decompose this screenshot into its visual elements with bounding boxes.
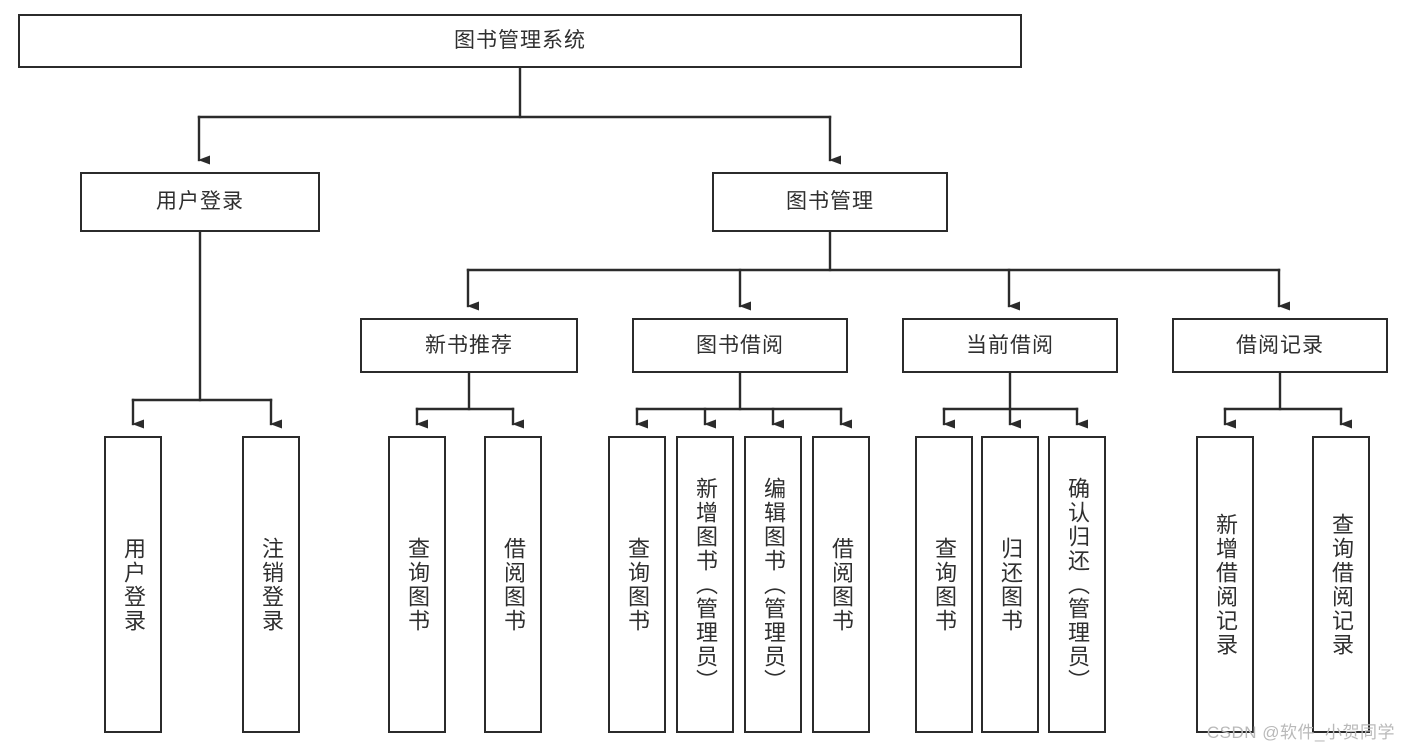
node-leaf-return-book[interactable]: 归还图书 [981,436,1039,733]
node-book-borrow[interactable]: 图书借阅 [632,318,848,373]
node-leaf-add-book[interactable]: 新增图书（管理员） [676,436,734,733]
node-label: 查询图书 [404,536,430,633]
node-borrow-record[interactable]: 借阅记录 [1172,318,1388,373]
node-label: 借阅记录 [1236,333,1324,357]
node-label: 图书管理 [786,190,874,214]
node-leaf-query-book-recommend[interactable]: 查询图书 [388,436,446,733]
node-label: 查询图书 [931,536,957,633]
node-label: 用户登录 [156,190,244,214]
node-label: 确认归还（管理员） [1064,476,1090,693]
node-leaf-query-borrow-record[interactable]: 查询借阅记录 [1312,436,1370,733]
node-current-borrow[interactable]: 当前借阅 [902,318,1118,373]
node-new-book-recommend[interactable]: 新书推荐 [360,318,578,373]
node-leaf-borrow-book-recommend[interactable]: 借阅图书 [484,436,542,733]
node-label: 归还图书 [997,536,1023,633]
node-label: 用户登录 [120,536,146,633]
node-root[interactable]: 图书管理系统 [18,14,1022,68]
node-leaf-edit-book[interactable]: 编辑图书（管理员） [744,436,802,733]
node-label: 查询借阅记录 [1328,512,1354,657]
node-label: 新增图书（管理员） [692,476,718,693]
node-label: 图书借阅 [696,333,784,357]
node-label: 编辑图书（管理员） [760,476,786,693]
node-label: 当前借阅 [966,333,1054,357]
node-leaf-add-borrow-record[interactable]: 新增借阅记录 [1196,436,1254,733]
node-label: 新书推荐 [425,333,513,357]
node-label: 新增借阅记录 [1212,512,1238,657]
node-label: 借阅图书 [500,536,526,633]
node-leaf-query-book-current[interactable]: 查询图书 [915,436,973,733]
node-user-login[interactable]: 用户登录 [80,172,320,232]
node-book-management[interactable]: 图书管理 [712,172,948,232]
node-leaf-query-book-borrow[interactable]: 查询图书 [608,436,666,733]
node-label: 注销登录 [258,536,284,633]
node-label: 图书管理系统 [454,29,586,53]
tree-connectors [131,66,1352,429]
node-leaf-user-login[interactable]: 用户登录 [104,436,162,733]
node-label: 查询图书 [624,536,650,633]
node-leaf-confirm-return[interactable]: 确认归还（管理员） [1048,436,1106,733]
node-leaf-user-logout[interactable]: 注销登录 [242,436,300,733]
node-label: 借阅图书 [828,536,854,633]
node-leaf-borrow-book[interactable]: 借阅图书 [812,436,870,733]
